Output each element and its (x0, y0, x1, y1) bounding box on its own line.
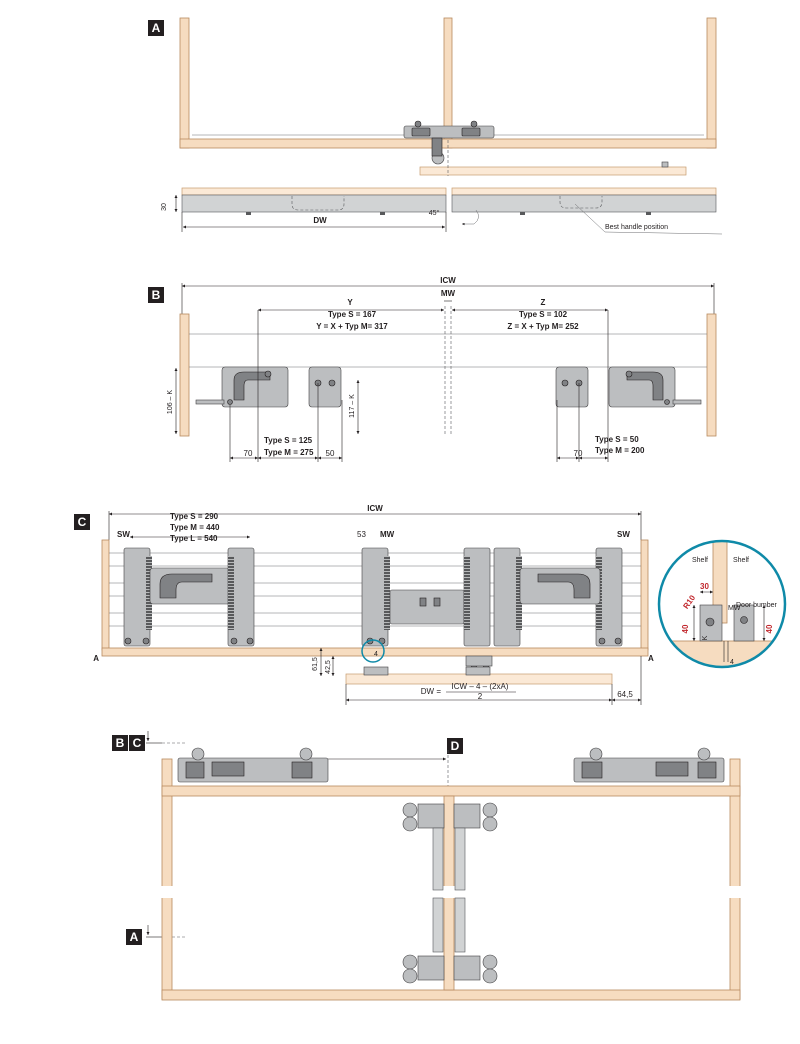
section-badge-a: A (148, 20, 164, 36)
label-left-70: 70 (244, 449, 253, 458)
label-k: K (702, 635, 709, 640)
label-z: Z (541, 298, 546, 307)
label-left-50: 50 (326, 449, 335, 458)
label-right-type-s: Type S = 50 (595, 435, 639, 444)
view-badge-d: D (447, 738, 463, 754)
label-shelf-right: Shelf (733, 557, 749, 564)
label-shelf-left: Shelf (692, 557, 708, 564)
label-mw: MW (441, 289, 456, 298)
label-c-icw: ICW (367, 504, 383, 513)
left-roller-bracket (195, 366, 342, 408)
cabinet-side-left (179, 17, 190, 149)
label-door-bumper: Door bumber (736, 602, 778, 609)
section-b-front-view: ICW MW Y Type S = 167 Y = X + Typ M= 317… (167, 276, 717, 462)
label-64-5: 64,5 (617, 690, 633, 699)
label-sw-left: SW (117, 530, 130, 539)
label-a-right: A (648, 654, 654, 663)
label-53: 53 (357, 530, 366, 539)
cabinet-side-right (706, 17, 717, 149)
label-y-formula: Y = X + Typ M= 317 (316, 322, 388, 331)
top-track-left-rollers (177, 747, 329, 783)
center-guide-rollers-top (402, 802, 498, 891)
label-dw: DW (313, 216, 327, 225)
label-117-k: 117 – K (349, 394, 356, 418)
view-badge-c: C (129, 735, 145, 751)
label-y-type-s: Type S = 167 (328, 310, 377, 319)
label-106-k: 106 – K (167, 390, 174, 414)
door-panel-top (419, 166, 687, 176)
label-right-type-m: Type M = 200 (595, 446, 645, 455)
label-y: Y (347, 298, 353, 307)
section-badge-b: B (148, 287, 164, 303)
label-detail-mw: MW (728, 605, 741, 612)
label-sw-right: SW (617, 530, 630, 539)
label-c-type-l: Type L = 540 (170, 534, 218, 543)
label-c-4: 4 (374, 651, 378, 658)
door-section-profile (181, 187, 717, 226)
label-icw: ICW (440, 276, 456, 285)
detail-callout-circle (361, 639, 385, 663)
label-a-left: A (93, 654, 99, 663)
section-d-plan-view (146, 731, 746, 1001)
right-roller-bracket (555, 366, 702, 408)
label-40-left: 40 (681, 624, 690, 633)
label-c-mw: MW (380, 530, 395, 539)
label-z-formula: Z = X + Typ M= 252 (507, 322, 579, 331)
label-left-type-m: Type M = 275 (264, 448, 314, 457)
label-40-right: 40 (765, 624, 774, 633)
label-dw-numerator: ICW – 4 – (2xA) (452, 682, 509, 691)
section-c-front-view: ICW Type S = 290 Type M = 440 Type L = 5… (93, 504, 654, 705)
view-badge-a: A (126, 929, 142, 945)
label-42-5: 42,5 (325, 660, 332, 674)
label-61-5: 61,5 (312, 657, 319, 671)
center-guide-rollers-bottom (402, 897, 498, 984)
top-track-right-rollers (573, 747, 725, 783)
label-detail-4: 4 (730, 659, 734, 666)
left-door-hardware (123, 547, 255, 647)
label-c-type-m: Type M = 440 (170, 523, 220, 532)
section-badge-c: C (74, 514, 90, 530)
label-left-type-s: Type S = 125 (264, 436, 313, 445)
label-30: 30 (700, 582, 709, 591)
label-best-handle-position: Best handle position (605, 224, 668, 231)
label-dw-equals: DW = (421, 687, 442, 696)
center-door-hardware (361, 547, 522, 669)
section-a-top-view: 30 DW 45° Best handle position (161, 17, 723, 235)
right-door-hardware (519, 547, 623, 647)
closing-mechanism-top (403, 120, 495, 165)
label-thickness-30: 30 (161, 203, 168, 211)
label-dw-denominator: 2 (478, 692, 483, 701)
label-c-type-s: Type S = 290 (170, 512, 219, 521)
label-z-type-s: Type S = 102 (519, 310, 568, 319)
label-angle-45: 45° (429, 209, 440, 217)
label-right-70: 70 (574, 449, 583, 458)
detail-magnified-view: Shelf Shelf R10 30 MW Door bumber 40 40 … (657, 539, 787, 669)
view-badge-b: B (112, 735, 128, 751)
